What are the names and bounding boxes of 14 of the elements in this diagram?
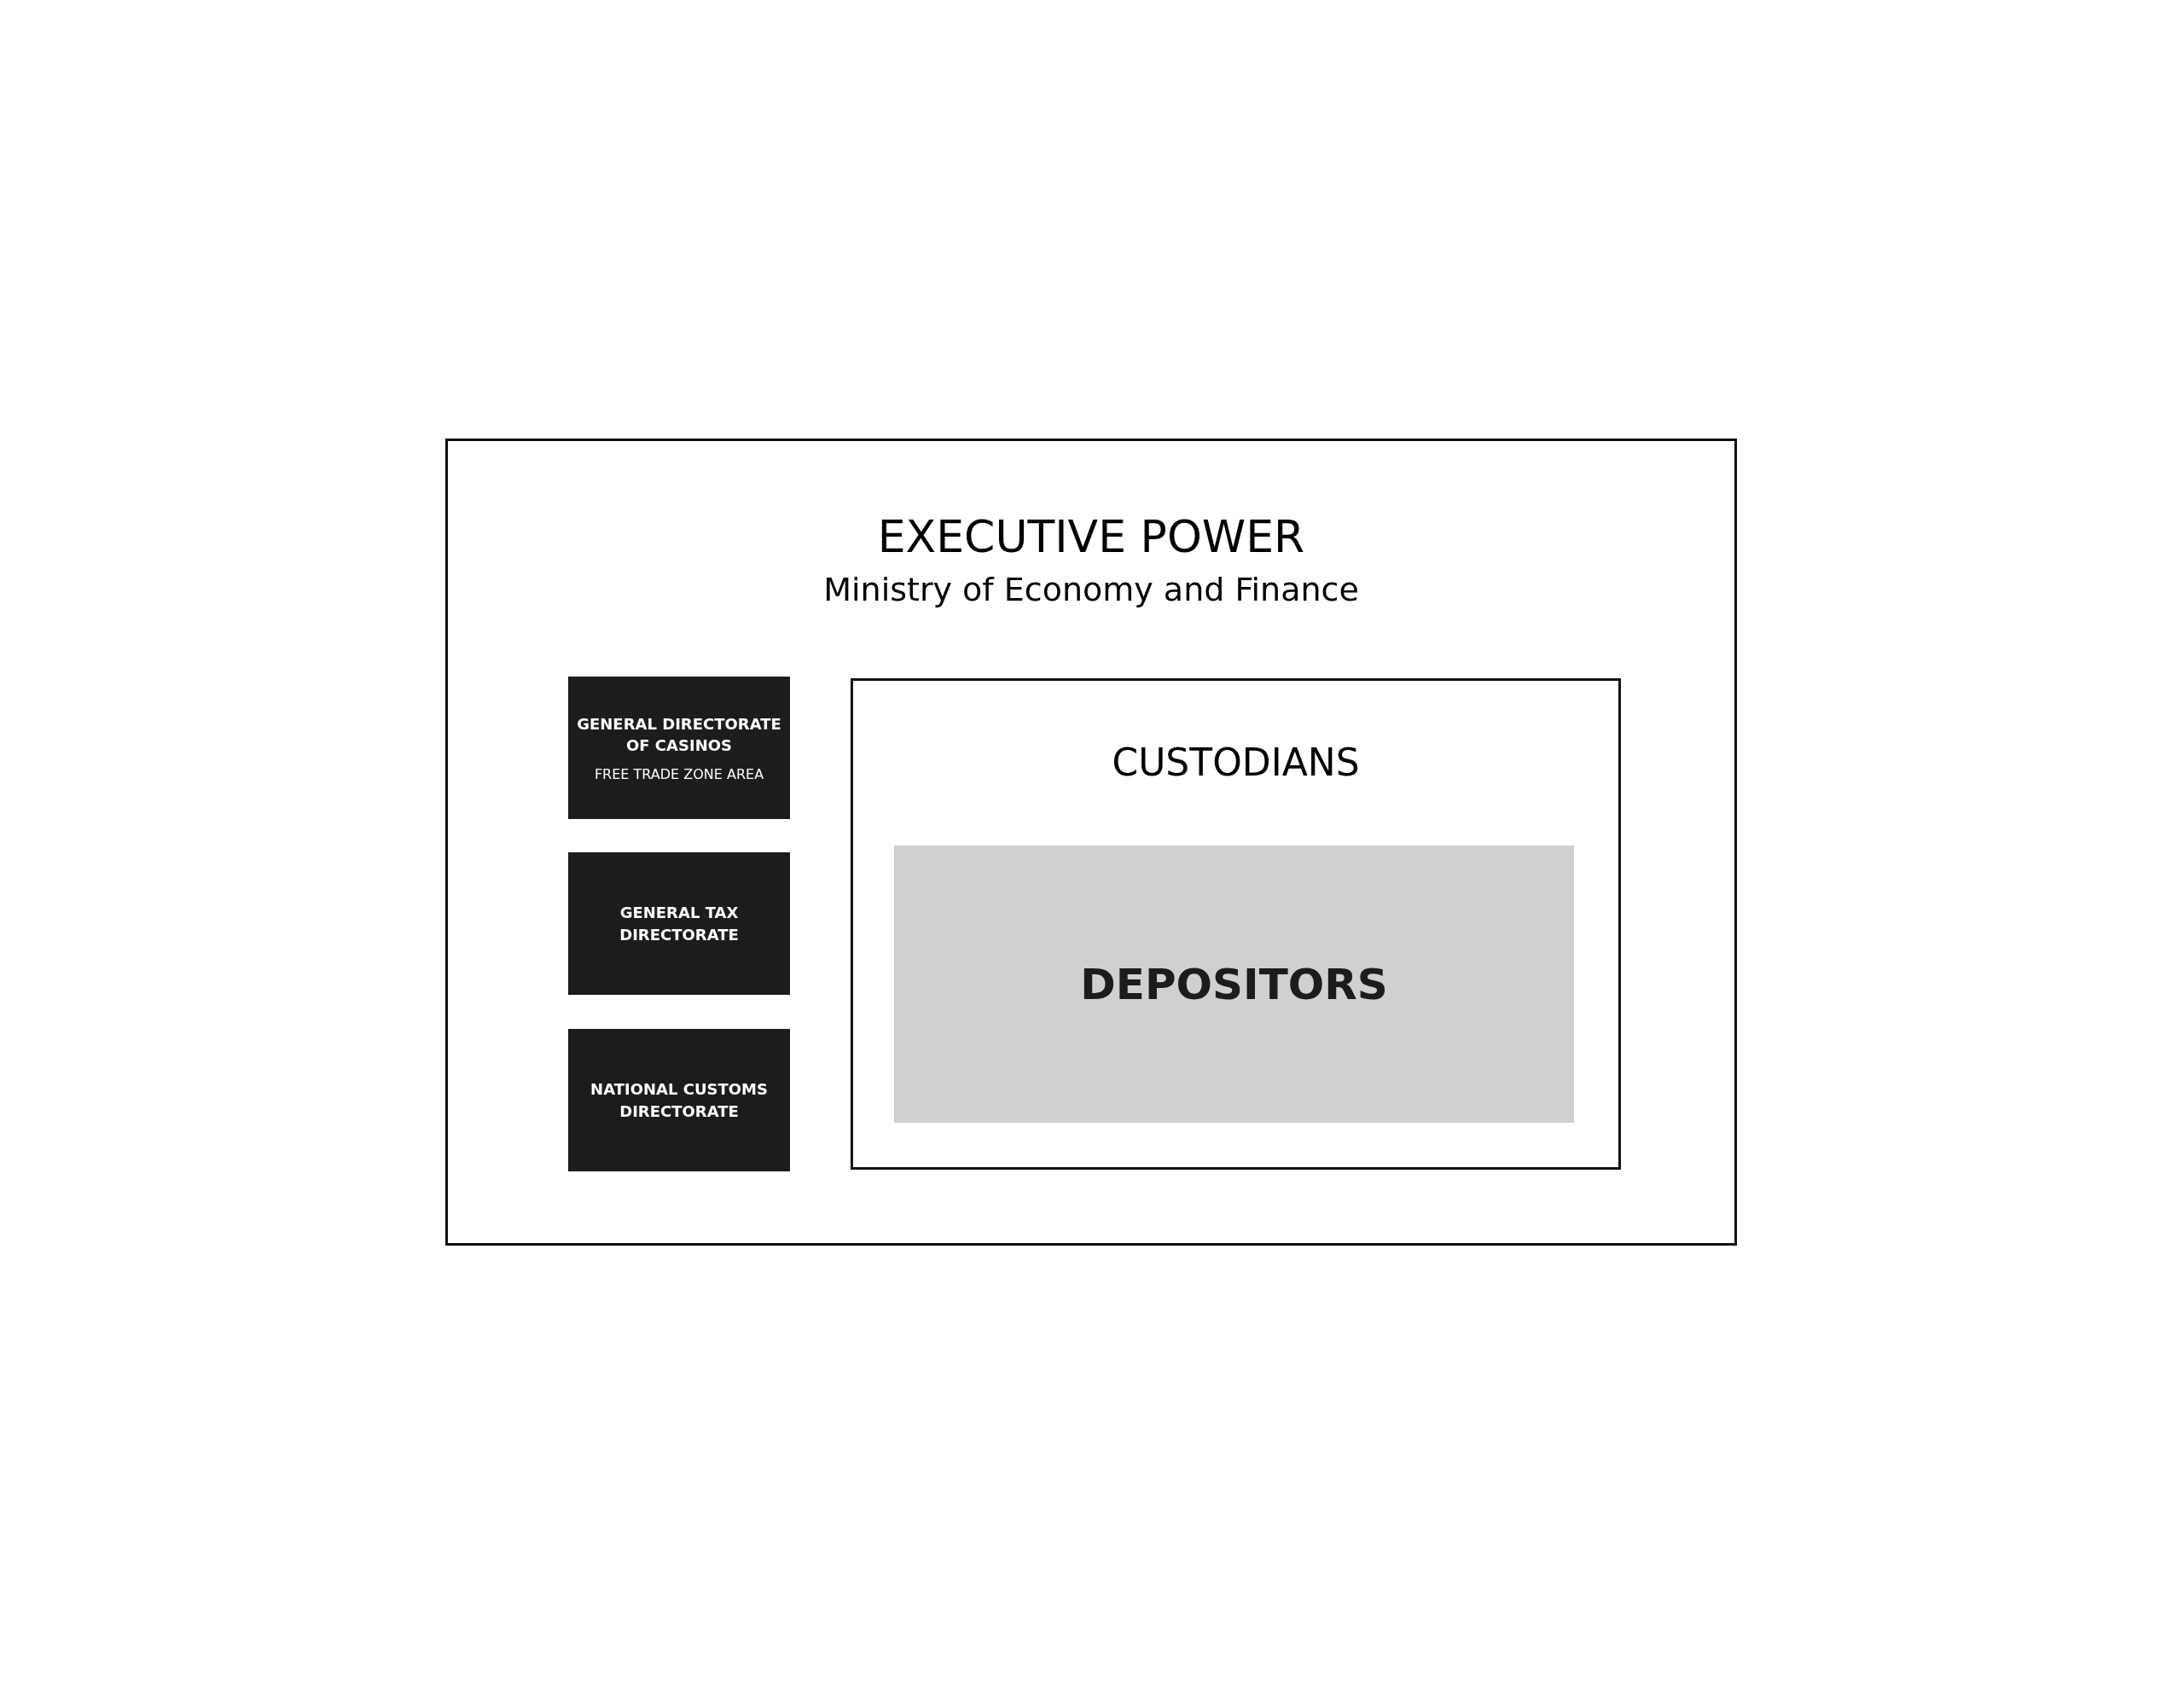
box-label: NATIONAL CUSTOMS DIRECTORATE [590,1079,769,1122]
depositors-box [894,845,1574,1123]
directorate-box [568,677,790,819]
subheading: Ministry of Economy and Finance [822,571,1360,608]
heading: EXECUTIVE POWER [876,511,1306,562]
box-label: GENERAL TAX DIRECTORATE [619,903,740,945]
box-label: DEPOSITORS [1080,959,1388,1009]
box-label: GENERAL DIRECTORATE OF CASINOS [576,713,782,756]
custodians-frame [851,678,1621,1170]
directorate-box [568,1029,790,1171]
directorate-box [568,852,790,995]
outer-frame [445,439,1737,1246]
box-sublabel: FREE TRADE ZONE AREA [594,766,764,783]
heading: CUSTODIANS [1111,741,1361,784]
